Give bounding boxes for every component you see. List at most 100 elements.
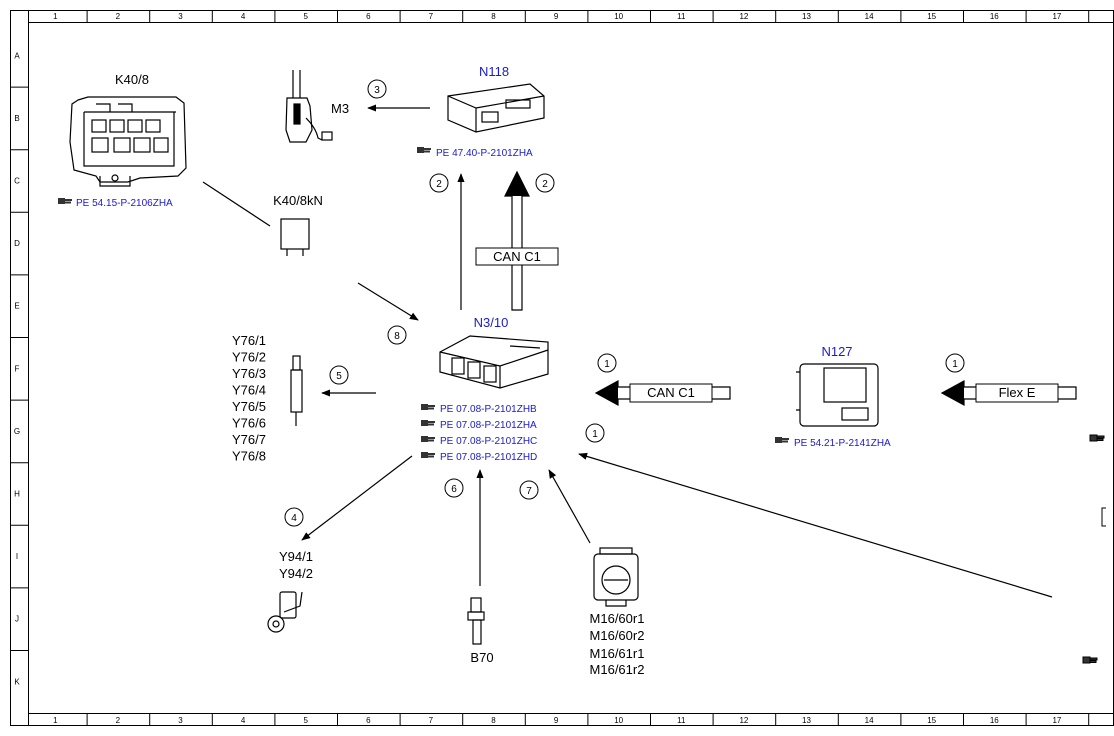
y76-label-8: Y76/8 [232, 449, 266, 464]
step-1c: 1 [585, 423, 605, 443]
svg-text:7: 7 [526, 486, 532, 497]
reference-icon [421, 420, 435, 426]
y76-label-1: Y76/1 [232, 333, 266, 348]
step-markers: 3 2 2 8 5 1 1 1 4 6 7 [284, 79, 965, 527]
y76-label-3: Y76/3 [232, 366, 266, 381]
n3-10-ref-link-3[interactable]: PE 07.08-P-2101ZHC [440, 436, 537, 447]
grid-col-3-bottom: 3 [178, 716, 183, 725]
y76-label-2: Y76/2 [232, 350, 266, 365]
y76-label-5: Y76/5 [232, 399, 266, 414]
step-2b: 2 [535, 173, 555, 193]
flex-e-label: Flex E [999, 385, 1036, 400]
svg-text:5: 5 [336, 371, 342, 382]
grid-col-3-top: 3 [178, 12, 183, 21]
svg-text:1: 1 [952, 359, 958, 370]
svg-text:8: 8 [394, 331, 400, 342]
quantity-control-valve-icon [267, 591, 303, 633]
grid-col-7-top: 7 [429, 12, 434, 21]
fuel-pump-control-unit-icon [447, 83, 545, 133]
grid-col-9-bottom: 9 [554, 716, 559, 725]
grid-col-16-bottom: 16 [990, 716, 999, 725]
n118-ref-link[interactable]: PE 47.40-P-2101ZHA [436, 148, 533, 159]
n3-10-ref-link-2[interactable]: PE 07.08-P-2101ZHA [440, 420, 537, 431]
k40-8kn-label: K40/8kN [273, 193, 323, 208]
grid-row-H: H [14, 490, 20, 499]
grid-col-14-bottom: 14 [865, 716, 874, 725]
grid-row-E: E [14, 302, 19, 311]
grid-col-4-bottom: 4 [241, 716, 246, 725]
svg-text:2: 2 [436, 179, 442, 190]
grid-col-15-bottom: 15 [927, 716, 936, 725]
grid-row-D: D [14, 239, 20, 248]
step-2a: 2 [429, 173, 449, 193]
grid-col-17-top: 17 [1052, 12, 1061, 21]
reference-icon [58, 198, 72, 204]
grid-col-1-top: 1 [53, 12, 58, 21]
grid-col-10-bottom: 10 [614, 716, 623, 725]
grid-col-7-bottom: 7 [429, 716, 434, 725]
step-8: 8 [387, 325, 407, 345]
step-1b: 1 [945, 353, 965, 373]
grid-col-10-top: 10 [614, 12, 623, 21]
step-5: 5 [329, 365, 349, 385]
grid-row-J: J [15, 615, 19, 624]
m3-component[interactable]: M3 [285, 70, 349, 143]
can-c1-horizontal-label: CAN C1 [647, 385, 695, 400]
m16-label-1: M16/60r1 [590, 611, 645, 626]
grid-col-12-bottom: 12 [739, 716, 748, 725]
grid-col-11-bottom: 11 [677, 716, 686, 725]
y94-component[interactable]: Y94/1 Y94/2 [267, 549, 313, 633]
arrow-m16-to-n3 [548, 469, 591, 544]
grid-row-C: C [14, 177, 20, 186]
n3-10-ref-link-1[interactable]: PE 07.08-P-2101ZHB [440, 404, 537, 415]
k40-8-ref-link[interactable]: PE 54.15-P-2106ZHA [76, 198, 173, 209]
step-4: 4 [284, 507, 304, 527]
svg-text:6: 6 [451, 484, 457, 495]
grid-col-15-top: 15 [927, 12, 936, 21]
grid-row-I: I [16, 552, 18, 561]
grid-col-6-bottom: 6 [366, 716, 371, 725]
grid-col-1-bottom: 1 [53, 716, 58, 725]
grid-col-5-top: 5 [303, 12, 308, 21]
n3-10-label: N3/10 [474, 315, 509, 330]
fuel-pump-icon [285, 70, 333, 143]
svg-text:1: 1 [604, 359, 610, 370]
connections [202, 104, 1053, 598]
reference-icon [421, 404, 435, 410]
m16-label-3: M16/61r1 [590, 646, 645, 661]
grid-col-8-bottom: 8 [491, 716, 496, 725]
injector-icon [290, 355, 303, 426]
can-c1-vertical-bus: CAN C1 [475, 170, 559, 311]
svg-text:2: 2 [542, 179, 548, 190]
step-7: 7 [519, 480, 539, 500]
b70-component[interactable]: B70 [467, 597, 494, 665]
k40-8-component[interactable]: K40/8 PE 54.15-P-2106ZHA [58, 72, 187, 209]
y94-1-label: Y94/1 [279, 549, 313, 564]
m3-label: M3 [331, 101, 349, 116]
grid-row-G: G [14, 427, 20, 436]
throttle-valve-icon [593, 547, 639, 607]
grid-col-5-bottom: 5 [303, 716, 308, 725]
reference-icon [1082, 656, 1098, 664]
b70-label: B70 [470, 650, 493, 665]
k40-8kn-component[interactable]: K40/8kN [273, 193, 323, 256]
n3-10-component[interactable]: N3/10 PE 07.08-P-2101ZHB PE 07.08-P-2101Z… [421, 315, 549, 463]
can-c1-vertical-label: CAN C1 [493, 249, 541, 264]
arrow-relay-to-n3 [357, 282, 419, 321]
grid-col-13-bottom: 13 [802, 716, 811, 725]
n118-component[interactable]: N118 PE 47.40-P-2101ZHA [417, 64, 545, 159]
grid-col-6-top: 6 [366, 12, 371, 21]
grid-col-9-top: 9 [554, 12, 559, 21]
arrow-n3-to-y94 [301, 455, 413, 541]
reference-icon [775, 437, 789, 443]
step-1a: 1 [597, 353, 617, 373]
y76-label-4: Y76/4 [232, 383, 266, 398]
n127-ref-link[interactable]: PE 54.21-P-2141ZHA [794, 438, 891, 449]
n127-component[interactable]: N127 PE 54.21-P-2141ZHA [775, 344, 891, 449]
n3-10-ref-link-4[interactable]: PE 07.08-P-2101ZHD [440, 452, 537, 463]
n127-label: N127 [821, 344, 852, 359]
